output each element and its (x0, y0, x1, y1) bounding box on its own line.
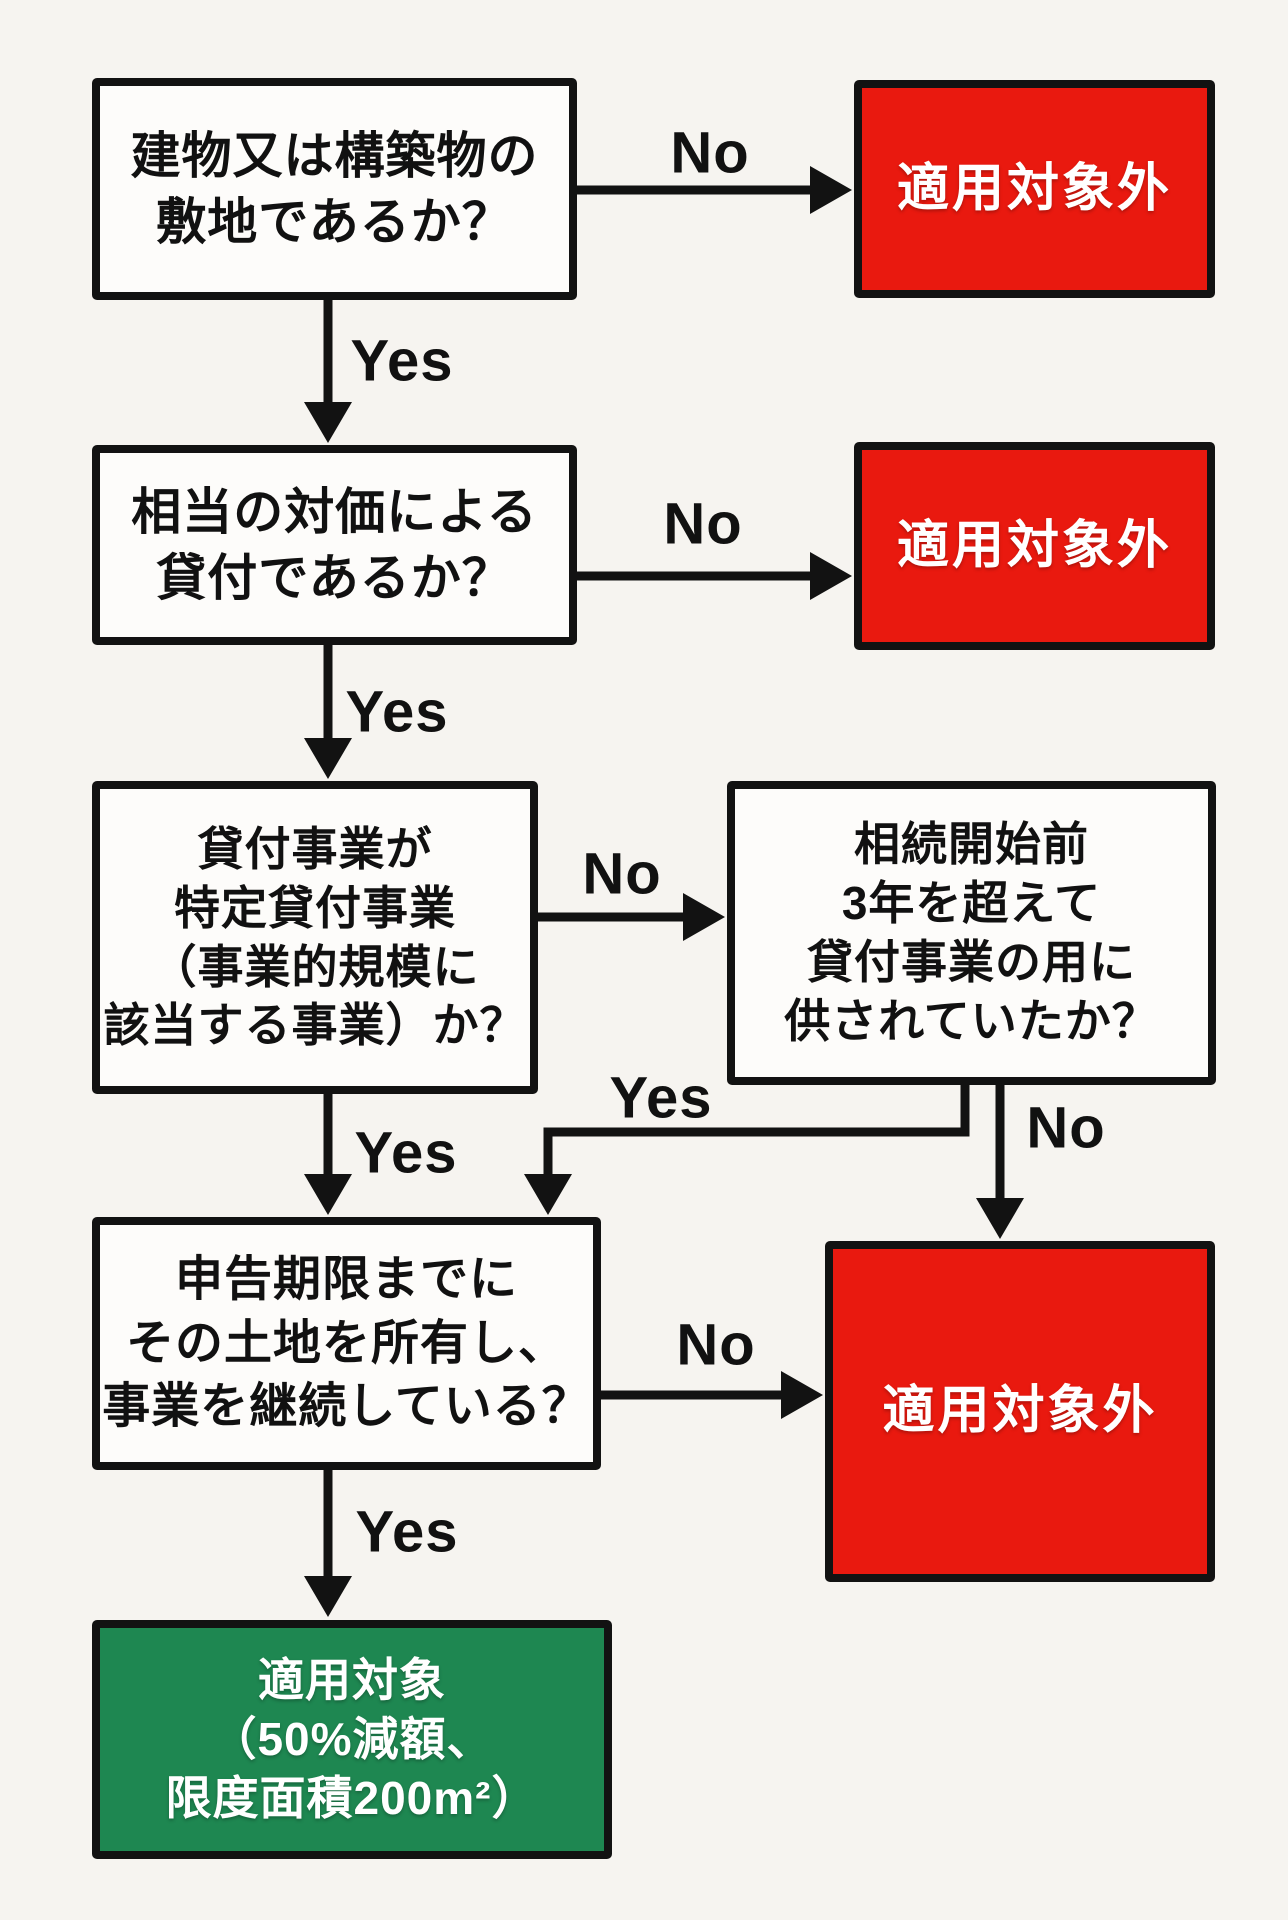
arrowhead-right-icon (781, 1371, 823, 1419)
connector-q3-yes (304, 1090, 352, 1215)
connector-q4-no (597, 1371, 823, 1419)
edge-label-q1-yes: Yes (350, 328, 454, 394)
edge-label-q2-no: No (663, 491, 743, 557)
arrowhead-down-icon (304, 738, 352, 779)
node-text-line: 供されていたか？ (784, 994, 1159, 1047)
arrowhead-down-icon (304, 1576, 352, 1617)
node-text-line: 3年を超えて (841, 877, 1102, 930)
result-node-excluded-1: 適用対象外 (854, 80, 1215, 298)
connector-q3b-no (976, 1081, 1024, 1239)
edge-label-q3b-yes: Yes (609, 1065, 713, 1131)
node-text-line: 適用対象外 (896, 159, 1172, 218)
node-text-line: 適用対象外 (896, 516, 1172, 575)
arrowhead-down-icon (304, 402, 352, 443)
node-text-line: 適用対象 (258, 1654, 446, 1707)
node-text-line: 事業を継続している？ (102, 1380, 591, 1434)
arrowhead-down-icon (976, 1198, 1024, 1239)
node-text-line: 特定貸付事業 (174, 881, 456, 934)
connector-q3b-yes (524, 1081, 970, 1215)
arrowhead-right-icon (683, 893, 725, 941)
connector-q4-yes (304, 1466, 352, 1617)
edge-label-q4-no: No (676, 1312, 756, 1378)
result-node-excluded-3: 適用対象外 (825, 1241, 1215, 1582)
node-text-line: 相続開始前 (854, 818, 1089, 871)
decision-node-building-site: 建物又は構築物の 敷地であるか？ (92, 78, 577, 300)
edge-label-q2-yes: Yes (345, 679, 449, 745)
node-text-line: 敷地であるか？ (156, 194, 513, 250)
node-text-line: （50%減額、 (210, 1713, 494, 1766)
connector-q2-yes (304, 641, 352, 779)
node-text-line: 相当の対価による (131, 484, 538, 540)
node-text-line: 限度面積200m²） (165, 1771, 539, 1824)
node-text-line: 申告期限までに (174, 1253, 518, 1307)
edge-label-q3-yes: Yes (354, 1120, 458, 1186)
edge-label-q3b-no: No (1026, 1095, 1106, 1161)
result-node-excluded-2: 適用対象外 (854, 442, 1215, 650)
connector-q1-no (573, 166, 852, 214)
node-text-line: 貸付事業が (197, 822, 433, 875)
node-text-line: 建物又は構築物の (130, 128, 539, 184)
node-text-line: 適用対象外 (882, 1382, 1158, 1441)
connector-q3-no (534, 893, 725, 941)
result-node-eligible: 適用対象 （50%減額、 限度面積200m²） (92, 1620, 612, 1859)
decision-node-specified-rental-business: 貸付事業が 特定貸付事業 （事業的規模に 該当する事業）か？ (92, 781, 538, 1094)
arrowhead-down-icon (304, 1174, 352, 1215)
decision-node-adequate-consideration: 相当の対価による 貸付であるか？ (92, 445, 577, 645)
node-text-line: 該当する事業）か？ (103, 999, 527, 1052)
connector-q1-yes (304, 296, 352, 443)
node-text-line: その土地を所有し、 (125, 1316, 567, 1370)
edge-label-q1-no: No (670, 120, 750, 186)
node-text-line: （事業的規模に (150, 940, 480, 993)
decision-node-three-year-rule: 相続開始前 3年を超えて 貸付事業の用に 供されていたか？ (727, 781, 1216, 1085)
arrowhead-down-icon (524, 1174, 572, 1215)
node-text-line: 貸付であるか？ (156, 550, 513, 606)
edge-label-q3-no: No (582, 841, 662, 907)
connector-q2-no (573, 552, 852, 600)
edge-label-q4-yes: Yes (355, 1499, 459, 1565)
arrowhead-right-icon (810, 552, 852, 600)
arrowhead-right-icon (810, 166, 852, 214)
connector-line (543, 1081, 970, 1176)
decision-node-ownership-continuation: 申告期限までに その土地を所有し、 事業を継続している？ (92, 1217, 601, 1470)
node-text-line: 貸付事業の用に (807, 936, 1136, 988)
